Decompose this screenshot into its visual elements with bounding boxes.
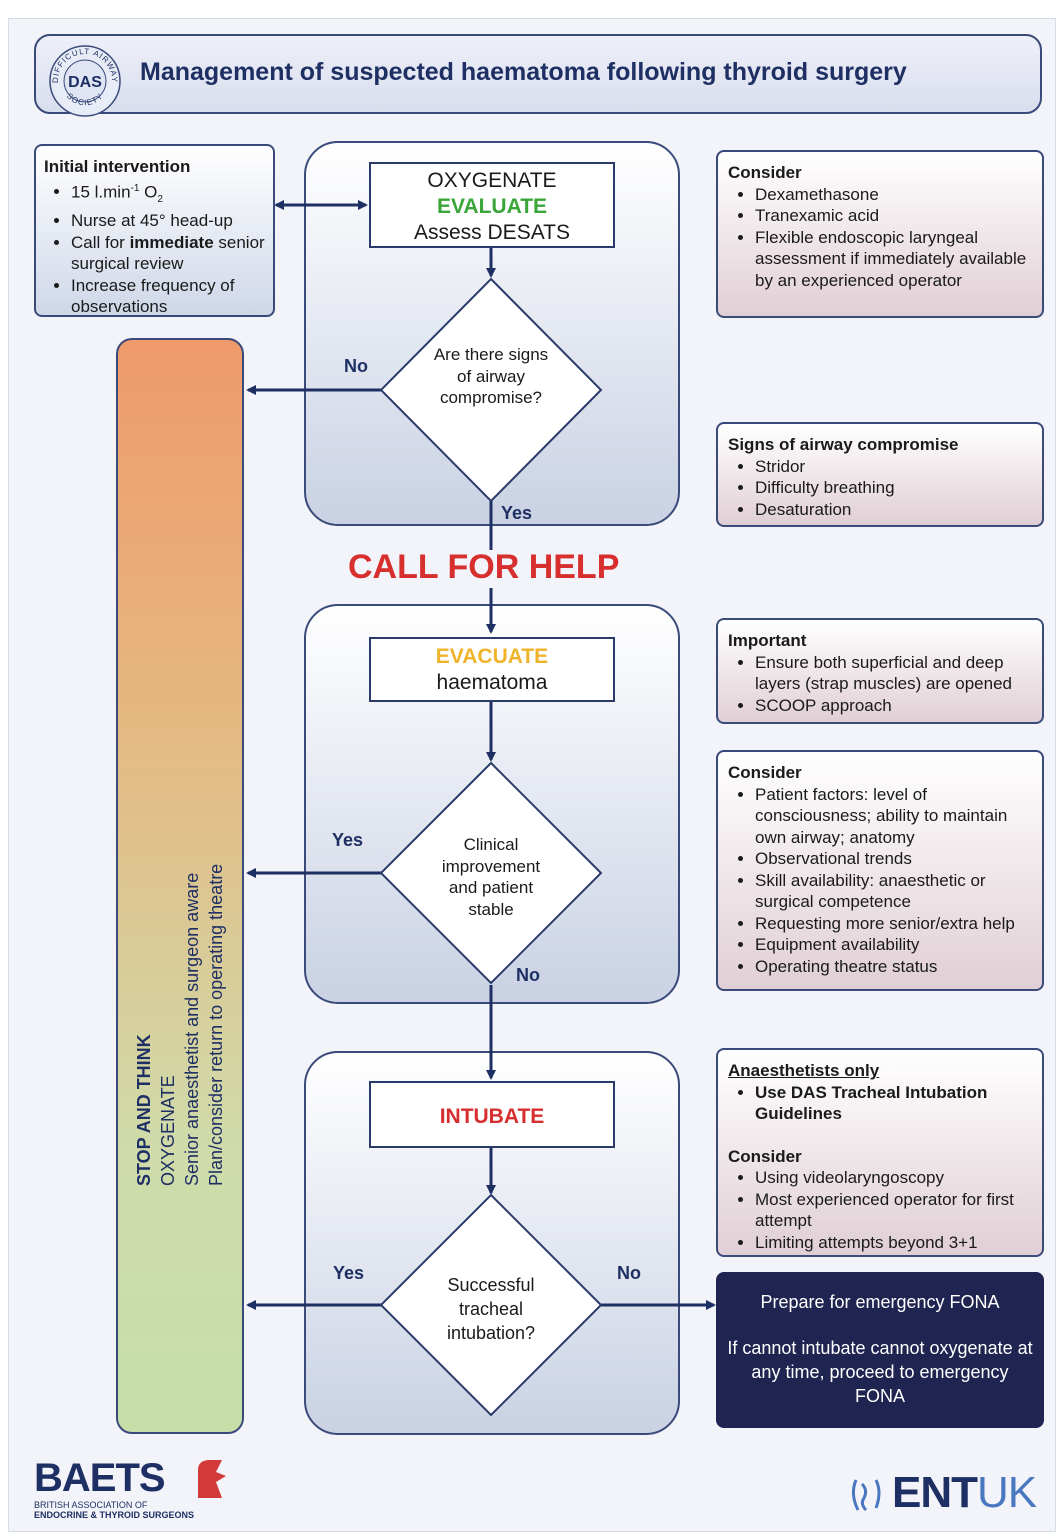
step2-line2: haematoma	[436, 671, 548, 694]
important-box: Important Ensure both superficial and de…	[716, 618, 1044, 724]
fona-line1: Prepare for emergency FONA	[760, 1292, 1000, 1312]
important-heading: Important	[728, 631, 807, 650]
baets-emblem-icon	[198, 1460, 226, 1498]
emergency-fona-box: Prepare for emergency FONA If cannot int…	[716, 1272, 1044, 1428]
decision1-text: Are there signs of airway compromise?	[433, 345, 549, 407]
anaesthetists-list: Use DAS Tracheal Intubation Guidelines	[728, 1082, 1032, 1125]
list-item: Skill availability: anaesthetic or surgi…	[755, 870, 1032, 913]
fona-line2: If cannot intubate cannot oxygenate at a…	[727, 1338, 1033, 1406]
list-item: Operating theatre status	[755, 956, 1032, 978]
baets-sub2: ENDOCRINE & THYROID SURGEONS	[34, 1510, 195, 1520]
entuk-figure-icon	[851, 1479, 881, 1512]
list-item: Call for immediate senior surgical revie…	[71, 232, 265, 275]
initial-heading: Initial intervention	[44, 157, 191, 176]
list-item: Requesting more senior/extra help	[755, 913, 1032, 935]
list-item: Difficulty breathing	[755, 477, 1032, 499]
anaesthetists-box: Anaesthetists only Use DAS Tracheal Intu…	[716, 1048, 1044, 1257]
decision3-yes-label: Yes	[333, 1263, 365, 1283]
anaesthetists-heading2: Consider	[728, 1146, 802, 1166]
list-item: Desaturation	[755, 499, 1032, 521]
initial-intervention-box: Initial intervention 15 l.min-1 O2 Nurse…	[34, 144, 275, 317]
stop-and-think-panel	[116, 338, 244, 1434]
anaesthetists-heading: Anaesthetists only	[728, 1061, 880, 1080]
signs-heading: Signs of airway compromise	[728, 435, 959, 454]
baets-sub1: BRITISH ASSOCIATION OF	[34, 1500, 148, 1510]
evacuate-box: EVACUATE haematoma	[369, 637, 615, 702]
oxygenate-evaluate-box: OXYGENATE EVALUATE Assess DESATS	[369, 162, 615, 248]
decision2-diamond	[379, 761, 603, 985]
entuk-logo: ENTUK	[848, 1466, 1044, 1522]
list-item: Observational trends	[755, 848, 1032, 870]
signs-list: Stridor Difficulty breathing Desaturatio…	[728, 456, 1032, 521]
intubate-box: INTUBATE	[369, 1081, 615, 1148]
list-item: Increase frequency of observations	[71, 275, 265, 318]
list-item: SCOOP approach	[755, 695, 1032, 717]
list-item: Use DAS Tracheal Intubation Guidelines	[755, 1082, 1032, 1125]
decision3-text: Successful tracheal intubation?	[446, 1275, 536, 1343]
list-item: Equipment availability	[755, 934, 1032, 956]
consider1-heading: Consider	[728, 163, 802, 182]
entuk-text: ENTUK	[892, 1468, 1037, 1517]
anaesthetists-consider-list: Using videolaryngoscopy Most experienced…	[728, 1167, 1032, 1253]
decision3-diamond	[379, 1193, 603, 1417]
baets-logo: BAETS BRITISH ASSOCIATION OF ENDOCRINE &…	[34, 1458, 234, 1522]
step3-line1: INTUBATE	[439, 1105, 545, 1128]
list-item: Stridor	[755, 456, 1032, 478]
decision1-no-label: No	[344, 356, 368, 376]
important-list: Ensure both superficial and deep layers …	[728, 652, 1032, 717]
decision2-yes-label: Yes	[332, 830, 364, 850]
list-item: Nurse at 45° head-up	[71, 210, 265, 232]
signs-box: Signs of airway compromise Stridor Diffi…	[716, 422, 1044, 527]
title-banner	[34, 34, 1042, 114]
call-for-help: CALL FOR HELP	[348, 548, 620, 586]
list-item: Using videolaryngoscopy	[755, 1167, 1032, 1189]
das-center: DAS	[68, 74, 102, 91]
decision2-no-label: No	[516, 965, 540, 985]
step1-line3: Assess DESATS	[414, 221, 570, 244]
decision1-diamond	[379, 277, 603, 503]
consider1-box: Consider Dexamethasone Tranexamic acid F…	[716, 150, 1044, 318]
list-item: Most experienced operator for first atte…	[755, 1189, 1032, 1232]
list-item: Ensure both superficial and deep layers …	[755, 652, 1032, 695]
decision3-no-label: No	[617, 1263, 641, 1283]
list-item: Flexible endoscopic laryngeal assessment…	[755, 227, 1032, 292]
page-title: Management of suspected haematoma follow…	[140, 58, 907, 86]
list-item: 15 l.min-1 O2	[71, 178, 265, 211]
das-logo: DIFFICULT AIRWAY SOCIETY DAS	[49, 45, 121, 117]
baets-word: BAETS	[34, 1456, 166, 1500]
consider2-heading: Consider	[728, 763, 802, 782]
consider1-list: Dexamethasone Tranexamic acid Flexible e…	[728, 184, 1032, 292]
list-item: Tranexamic acid	[755, 205, 1032, 227]
list-item: Limiting attempts beyond 3+1	[755, 1232, 1032, 1254]
step1-line1: OXYGENATE	[427, 169, 557, 192]
decision2-text: Clinical improvement and patient stable	[441, 835, 541, 919]
list-item: Patient factors: level of consciousness;…	[755, 784, 1032, 849]
step1-line2: EVALUATE	[436, 195, 548, 218]
list-item: Dexamethasone	[755, 184, 1032, 206]
initial-list: 15 l.min-1 O2 Nurse at 45° head-up Call …	[44, 178, 265, 318]
step2-line1: EVACUATE	[435, 645, 549, 668]
consider2-box: Consider Patient factors: level of consc…	[716, 750, 1044, 991]
decision1-yes-label: Yes	[501, 503, 533, 523]
consider2-list: Patient factors: level of consciousness;…	[728, 784, 1032, 978]
